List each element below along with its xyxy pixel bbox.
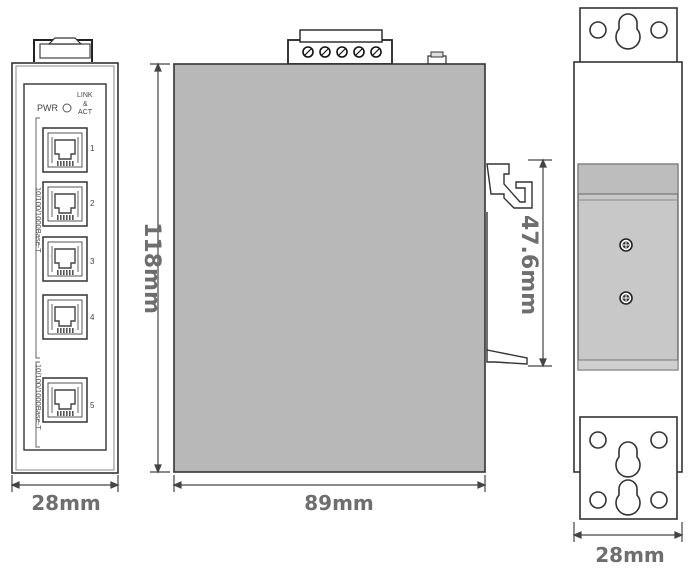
rj45-port-3[interactable] [42,236,88,282]
side-width-dimension: 89mm [304,491,374,515]
act-label: ACT [78,109,93,116]
rj45-port-2[interactable] [42,181,88,227]
height-dimension: 118mm [139,222,164,314]
rj45-port-5[interactable] [42,377,88,423]
front-width-dimension: 28mm [31,491,101,515]
pwr-led [62,103,72,113]
pwr-label: PWR [37,103,58,113]
back-view: 28mm [572,7,684,567]
din-rail-dimension: 47.6mm [516,215,541,315]
rj45-port-4[interactable] [42,294,88,340]
front-view: PWR LINK & ACT 10/100/1000Base-T 1 2 3 4… [10,37,120,515]
din-rail-clip [486,163,533,365]
link-label: LINK [77,92,93,99]
rj45-port-1[interactable] [42,127,88,173]
ground-screw [427,51,447,65]
din-rail [577,163,679,371]
back-width-dimension: 28mm [595,543,665,567]
link-amp-label: & [83,101,88,108]
port-number-1: 1 [90,144,95,153]
port-group-1-label: 10/100/1000Base-T [34,187,43,253]
port-number-3: 3 [90,257,95,266]
power-terminal-block [287,29,393,65]
port-number-2: 2 [90,199,95,208]
side-body [173,63,486,473]
side-view: 118mm 89mm 47.6mm [139,29,552,515]
port-group-2-label: 10/100/1000Base-T [34,364,43,430]
port-number-4: 4 [90,313,95,322]
bottom-mount-plate [579,416,678,520]
port-number-5: 5 [90,401,95,410]
